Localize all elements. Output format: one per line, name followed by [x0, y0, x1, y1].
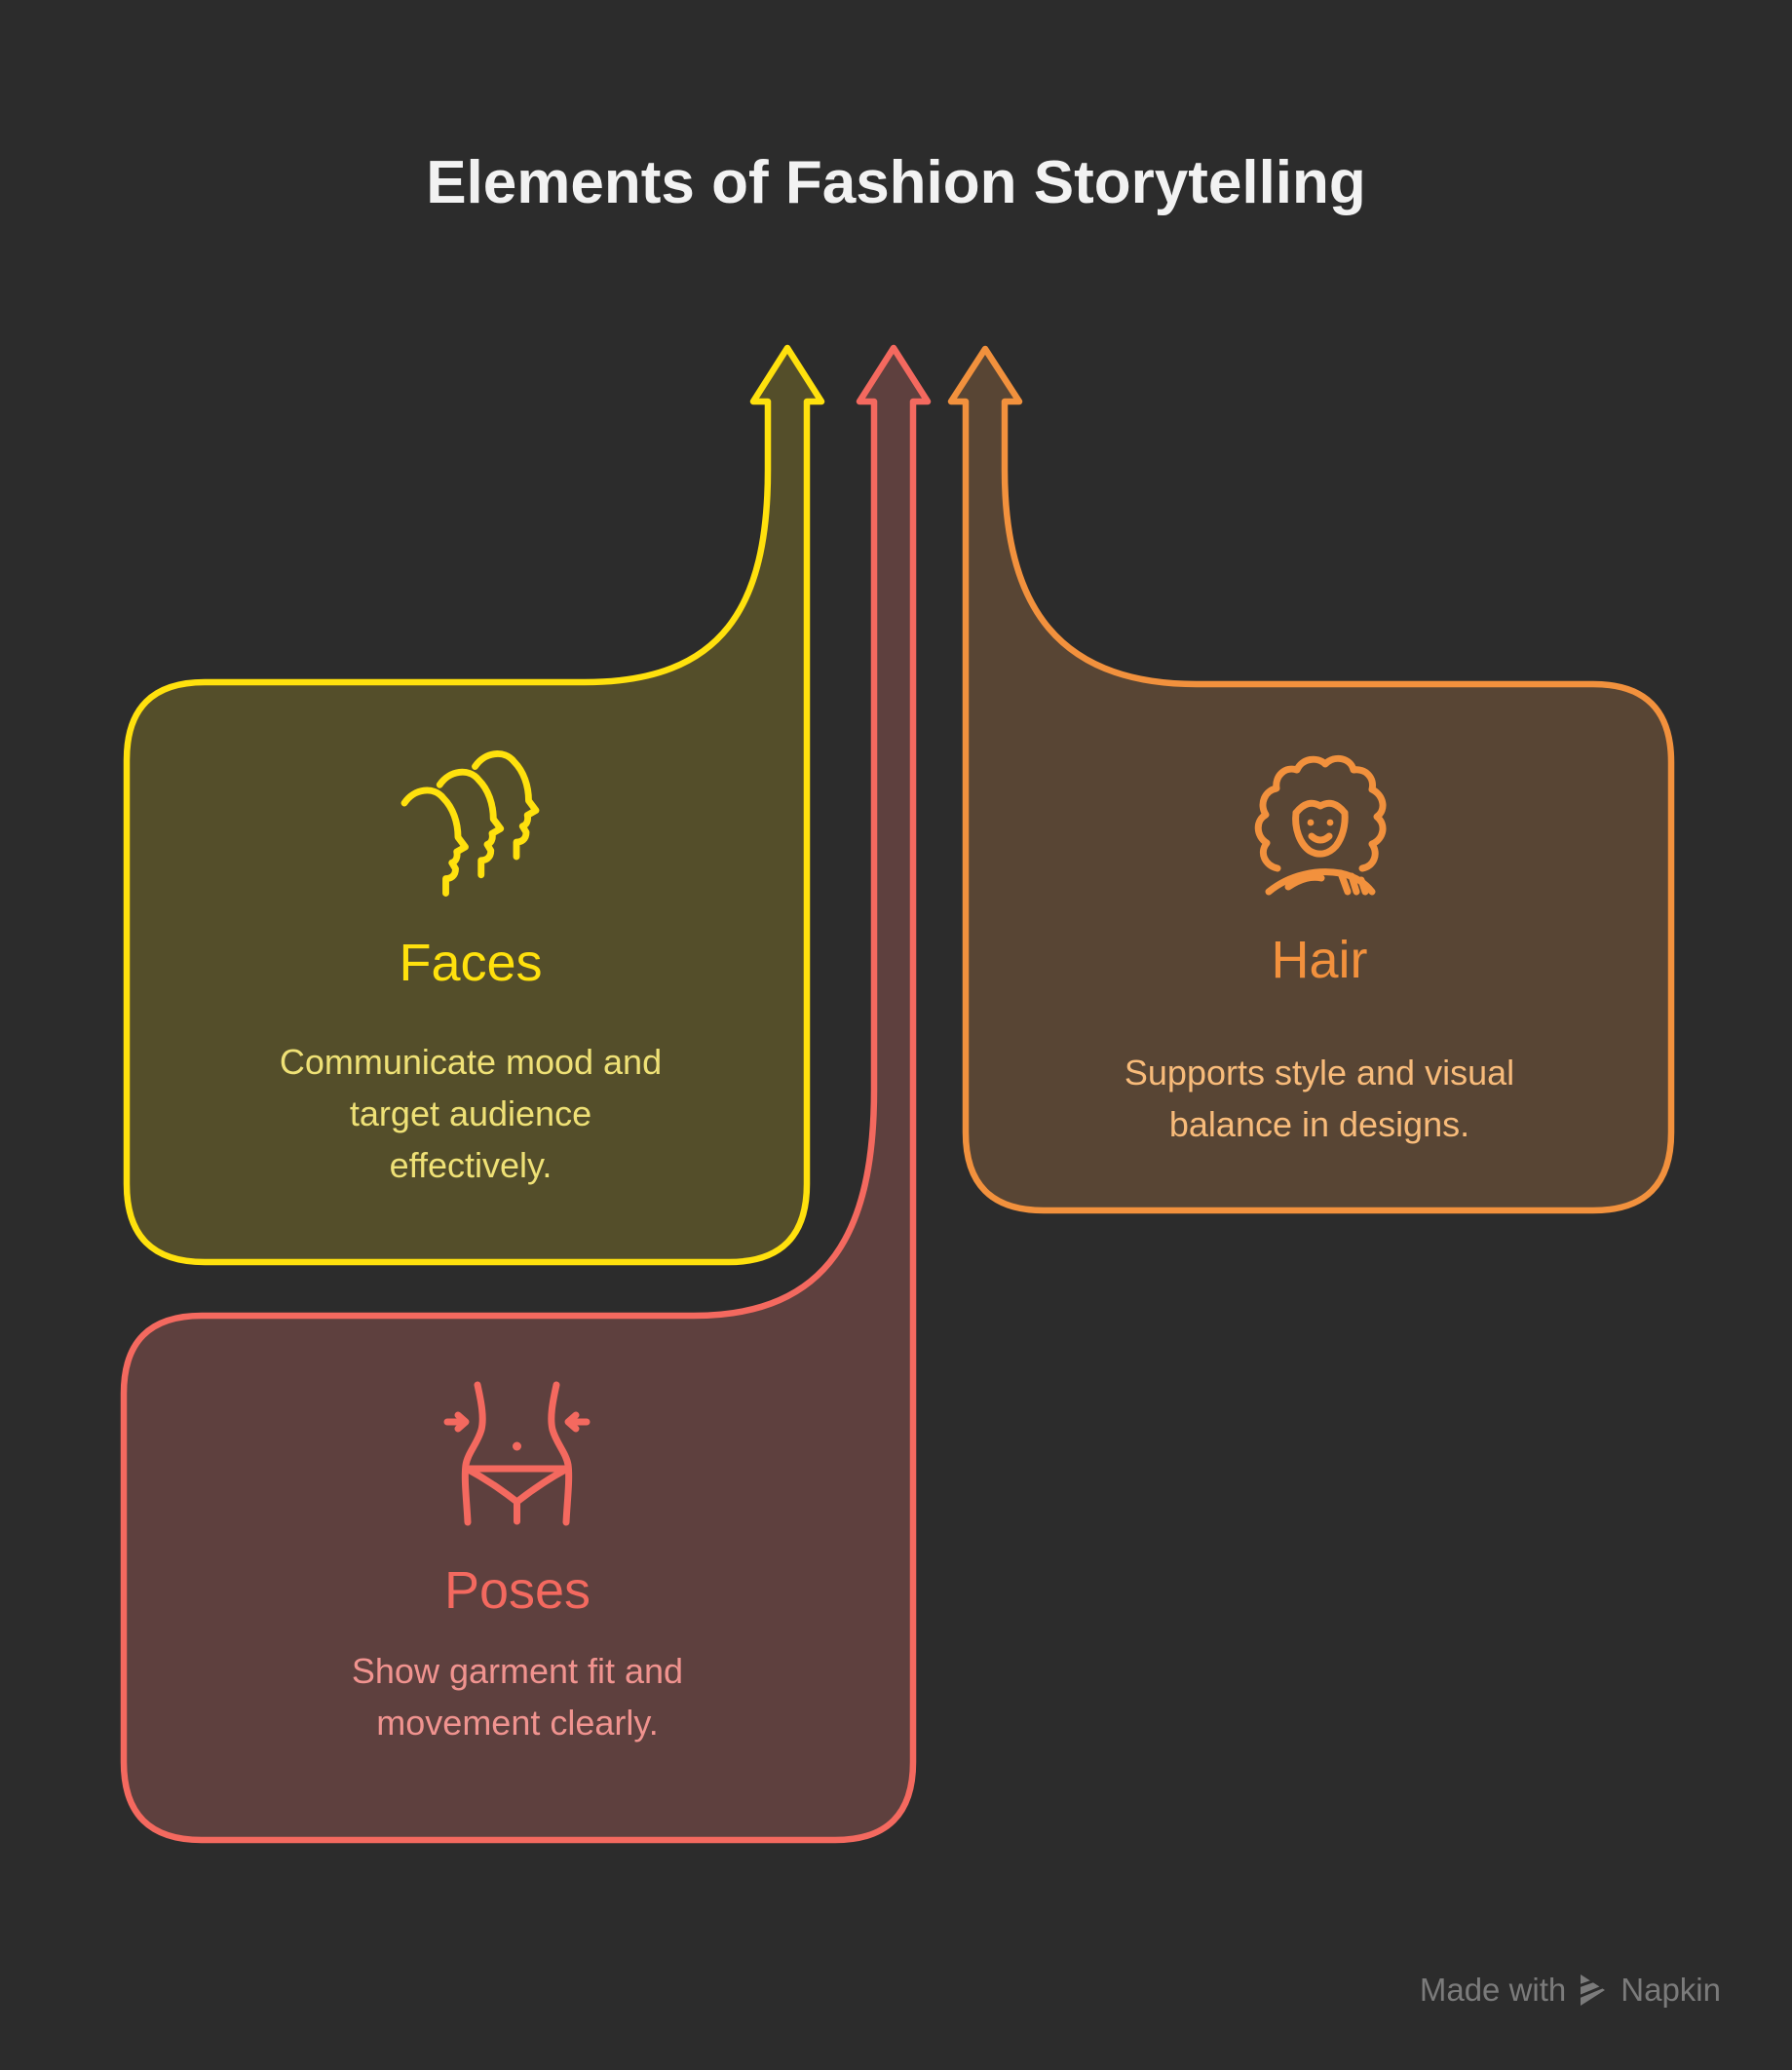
navel-dot	[513, 1441, 521, 1451]
smile-curve	[1308, 832, 1333, 844]
poses-card-description: Show garment fit and movement clearly.	[245, 1645, 790, 1748]
left-eye-dot	[1307, 819, 1315, 826]
face-profile-back	[400, 786, 469, 897]
bikini-left-edge	[463, 1465, 520, 1506]
face-profile-front	[472, 750, 540, 861]
hair-cloud-outline	[1254, 754, 1387, 872]
hair-card-description: Supports style and visual balance in des…	[1047, 1047, 1592, 1150]
description-line: target audience	[349, 1093, 592, 1133]
hair-card-shape	[947, 345, 1675, 1214]
napkin-watermark: Made with Napkin	[1420, 1969, 1721, 2012]
body-left-line	[461, 1381, 486, 1526]
curly-hair-portrait-icon	[1254, 754, 1387, 896]
description-line: Communicate mood and	[279, 1042, 663, 1082]
shoulder-strand-3	[1357, 876, 1369, 896]
page-title: Elements of Fashion Storytelling	[426, 149, 1366, 216]
face-outline	[1292, 809, 1349, 858]
napkin-brand-label: Napkin	[1620, 1972, 1721, 2008]
faces-card-description: Communicate mood and target audience eff…	[198, 1036, 743, 1191]
left-inward-arrow	[443, 1411, 470, 1433]
shoulder-strand-1	[1337, 869, 1352, 896]
shoulder-strand-2	[1348, 872, 1360, 896]
hair-card-title: Hair	[1271, 931, 1368, 989]
faces-profiles-icon	[400, 750, 540, 897]
faces-card-shape	[123, 344, 825, 1266]
napkin-logo-icon	[1579, 1974, 1606, 2006]
hairline-curve	[1292, 799, 1349, 817]
poses-card-shape	[120, 344, 932, 1844]
face-profile-middle	[436, 768, 505, 879]
right-inward-arrow	[564, 1411, 591, 1433]
description-line: Supports style and visual	[1124, 1053, 1515, 1092]
waist-silhouette-icon	[443, 1381, 591, 1526]
bikini-right-edge	[514, 1465, 571, 1506]
description-line: balance in designs.	[1168, 1104, 1470, 1144]
collar-curve	[1284, 873, 1325, 891]
description-line: effectively.	[389, 1145, 553, 1185]
poses-card-title: Poses	[443, 1561, 591, 1620]
faces-card-title: Faces	[399, 934, 543, 992]
made-with-label: Made with	[1419, 1972, 1567, 2008]
right-eye-dot	[1326, 819, 1334, 826]
body-right-line	[548, 1381, 573, 1526]
description-line: movement clearly.	[376, 1703, 659, 1743]
description-line: Show garment fit and	[351, 1651, 684, 1691]
